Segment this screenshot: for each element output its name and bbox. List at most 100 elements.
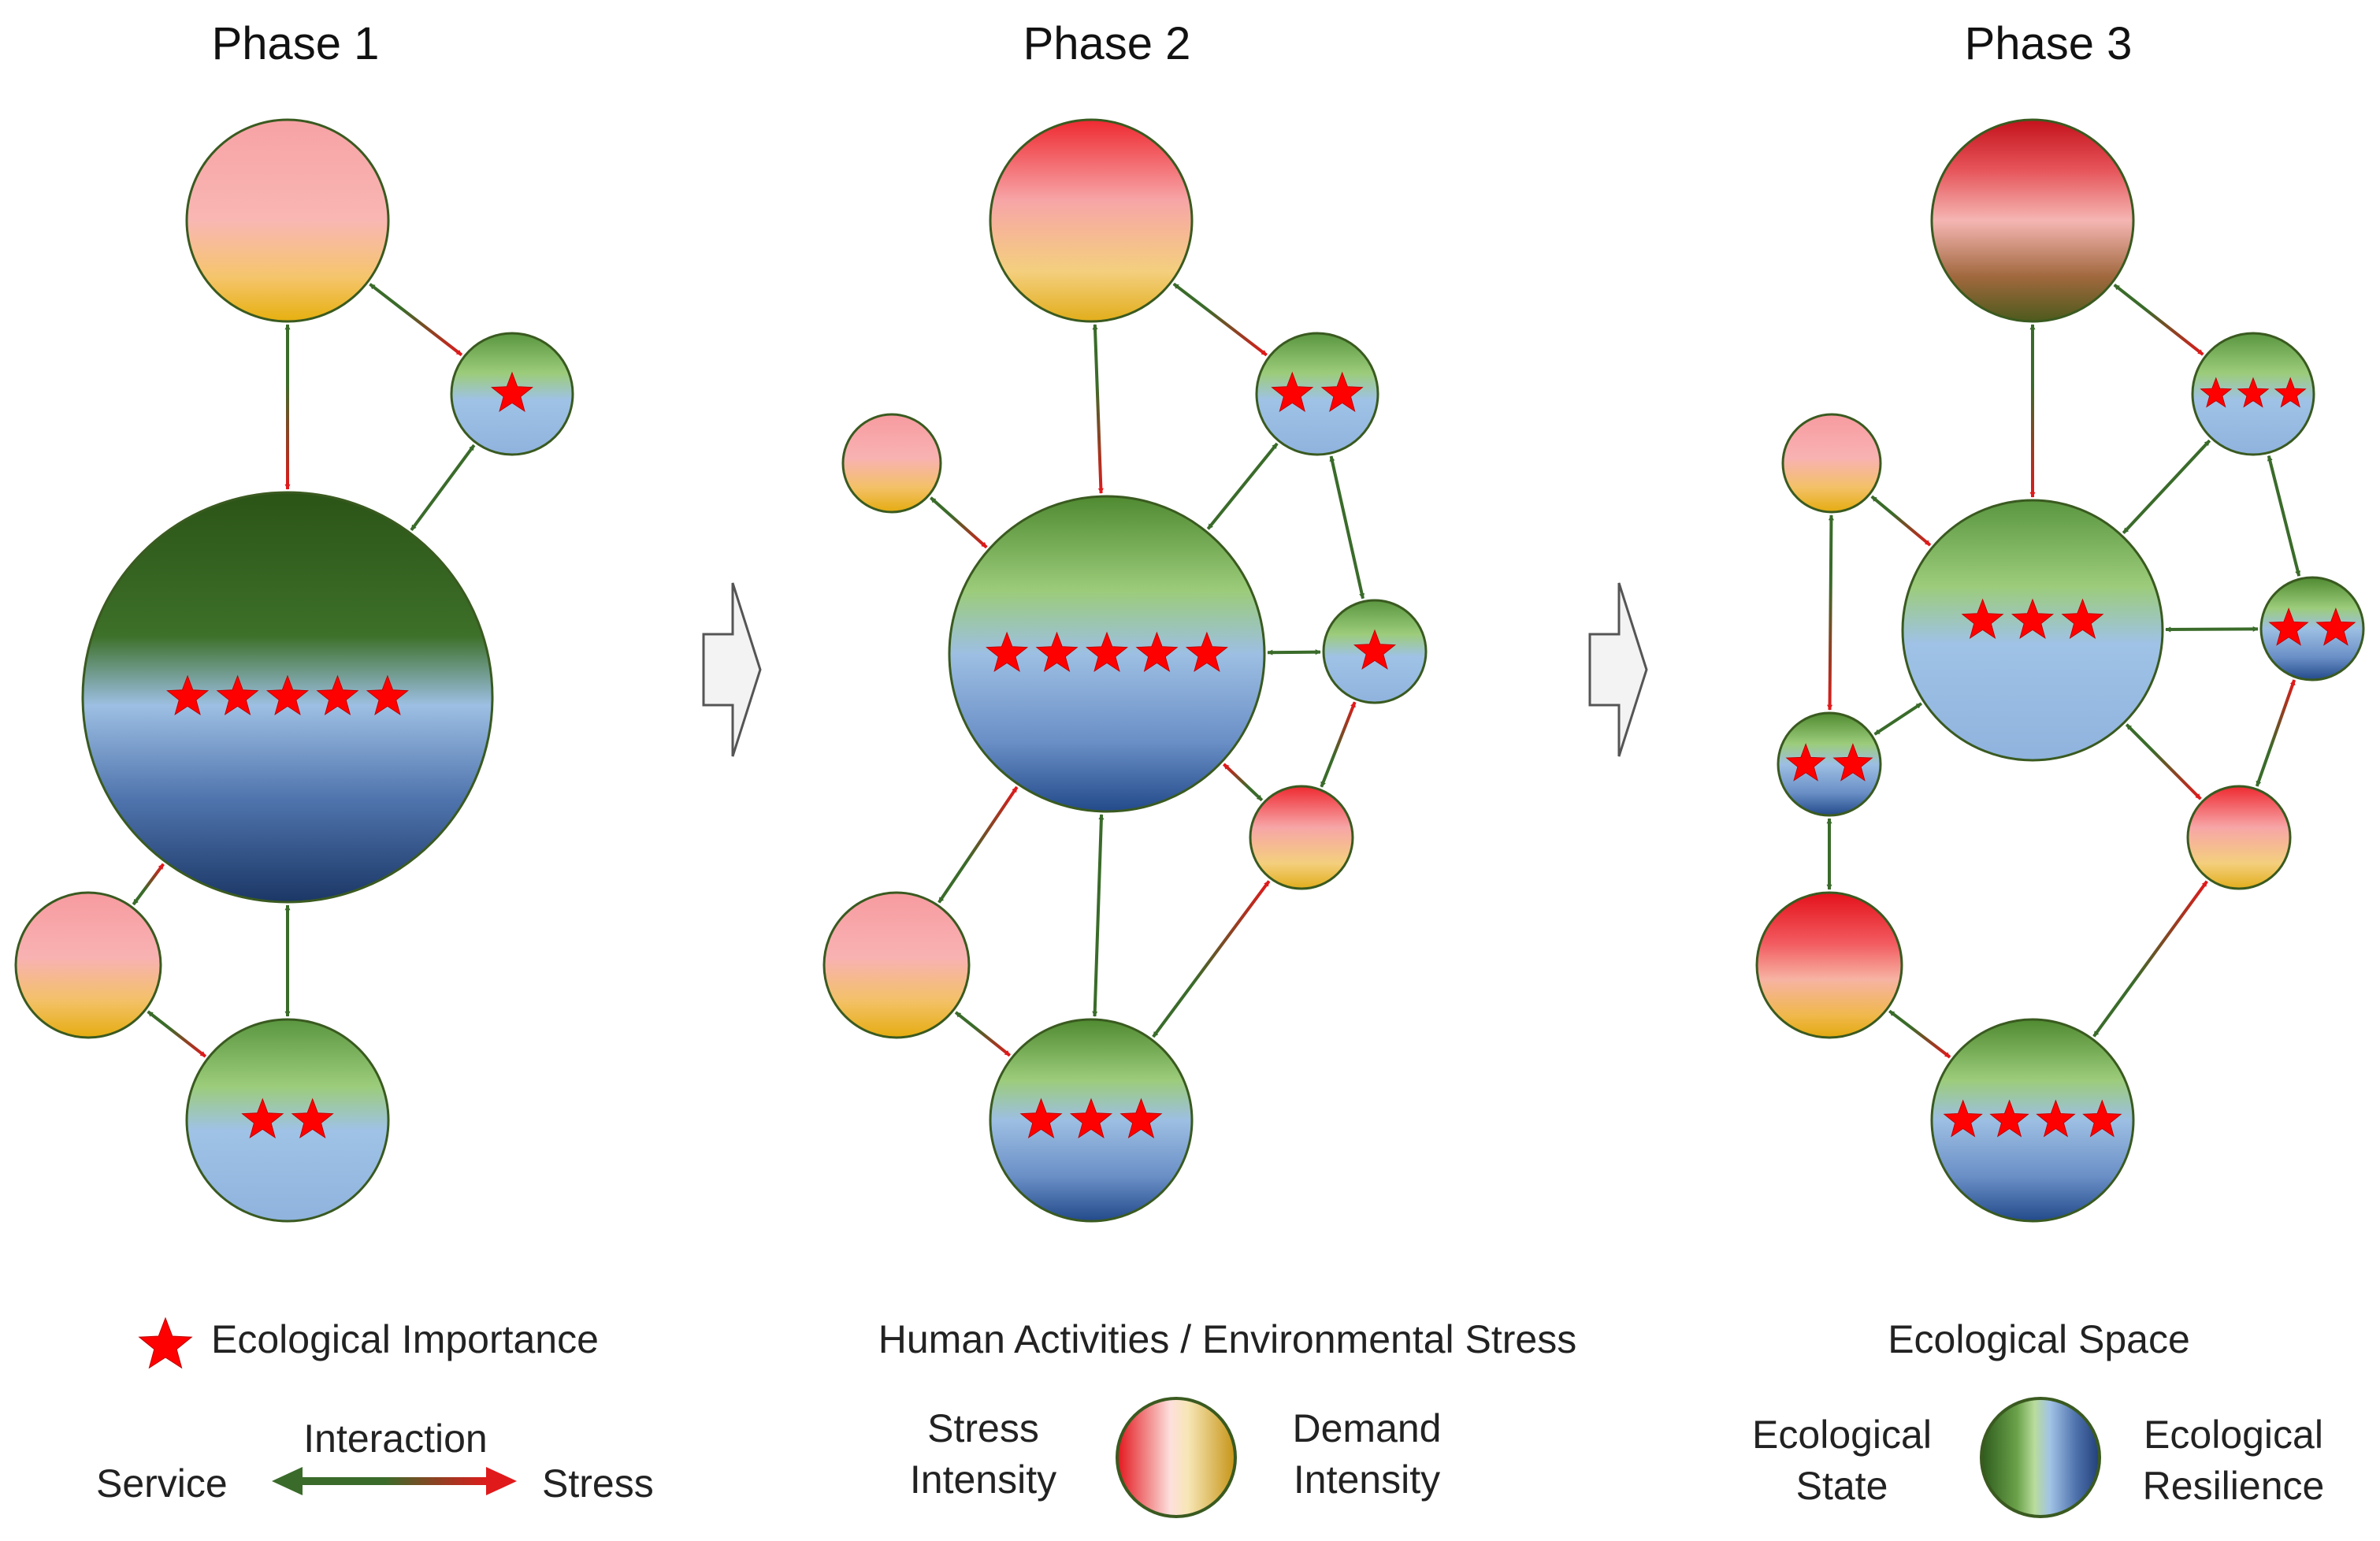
node-circle — [1930, 118, 2135, 323]
legend-human-activities: Human Activities / Environmental Stress … — [878, 1317, 1576, 1518]
legend-stress-label: Stress — [542, 1461, 654, 1506]
importance-star-icon — [166, 674, 210, 715]
node-circle — [1255, 332, 1379, 456]
node-circle — [14, 891, 162, 1039]
interaction-arrow-p1_top-p1_sat — [369, 283, 463, 357]
phase-2-title: Phase 2 — [1023, 18, 1191, 69]
interaction-arrow-p2_botleft-p2_bot — [954, 1011, 1012, 1057]
node-circle — [185, 1018, 390, 1223]
importance-star-icon — [986, 631, 1029, 672]
importance-star-icon — [1185, 631, 1228, 672]
importance-star-icon — [1989, 1099, 2029, 1138]
legend-eco-resilience-1: Ecological — [2144, 1413, 2323, 1457]
importance-star-icon — [490, 371, 534, 412]
importance-star-icon — [2036, 1099, 2076, 1138]
legend-ecological-space: Ecological Space Ecological State Ecolog… — [1752, 1317, 2325, 1518]
interaction-arrow-p1_leftbot-p1_main — [132, 863, 165, 906]
legend-service-label: Service — [96, 1461, 228, 1506]
legend-stress-intensity-2: Intensity — [910, 1457, 1056, 1502]
importance-star-icon — [1119, 1097, 1163, 1138]
node-circle — [1249, 785, 1354, 890]
ecological-space-node-p3_midleft — [1777, 711, 1882, 817]
importance-star-icon — [366, 674, 409, 715]
legend-eco-state-2: State — [1796, 1464, 1888, 1508]
interaction-arrow-p2_main-p2_bot — [1092, 814, 1105, 1017]
interaction-arrow-p3_midleft-p3_main — [1873, 702, 1922, 736]
interaction-arrow-p2_tr-p2_right — [1329, 455, 1365, 600]
legend-demand-intensity-1: Demand — [1293, 1406, 1442, 1450]
interaction-arrow-p2_lr-p2_main — [1223, 763, 1264, 802]
human-activity-node-p2_botleft — [822, 891, 971, 1039]
legend-interaction-label: Interaction — [303, 1417, 487, 1461]
importance-star-icon — [1019, 1097, 1063, 1138]
node-circle — [989, 118, 1194, 323]
interaction-arrow-p2_lr-p2_right — [1320, 701, 1357, 788]
legend-eco-resilience-2: Resilience — [2143, 1464, 2325, 1508]
legend-interaction: Interaction Service Stress — [96, 1417, 654, 1506]
importance-star-icon — [1353, 629, 1397, 670]
interaction-arrow-p2_top-p2_tr — [1172, 282, 1268, 357]
interaction-arrow-p1_sat-p1_main — [410, 444, 476, 531]
node-circle — [1755, 891, 1903, 1039]
interaction-arrow-p3_lr-p3_right — [2255, 679, 2296, 787]
importance-star-icon — [1035, 631, 1079, 672]
importance-star-icon — [1320, 371, 1364, 412]
legend-eco-gradient-swatch — [1980, 1397, 2101, 1518]
legend-importance-label: Ecological Importance — [211, 1317, 599, 1361]
ecological-space-node-p3_bot — [1930, 1018, 2135, 1223]
legend-stress-intensity-1: Stress — [927, 1406, 1039, 1450]
node-circle — [1777, 711, 1882, 817]
human-activity-node-p3_left — [1781, 413, 1882, 514]
interaction-arrow-p2_tr-p2_main — [1206, 442, 1279, 530]
ecological-space-node-p1_bot — [185, 1018, 390, 1223]
interaction-arrow-p2_top-p2_main — [1092, 324, 1104, 494]
importance-star-icon — [1961, 598, 2004, 639]
interaction-arrow-p3_main-p3_lr — [2125, 723, 2202, 800]
interaction-arrow-p2_botleft-p2_main — [938, 785, 1019, 904]
importance-star-icon — [1832, 743, 1873, 782]
importance-star-icon — [291, 1097, 334, 1138]
human-activity-node-p1_top — [185, 118, 390, 323]
node-circle — [1781, 413, 1882, 514]
ecological-space-node-p3_tr — [2191, 332, 2315, 456]
phase-1-title: Phase 1 — [212, 18, 380, 69]
importance-star-icon — [316, 674, 359, 715]
interaction-arrow-p2_bot-p2_lr — [1152, 880, 1271, 1038]
ecological-space-node-p2_main — [948, 495, 1266, 813]
legend-star-icon — [138, 1316, 193, 1369]
interaction-arrow-p3_top-p3_tr — [2113, 284, 2204, 356]
human-activity-node-p3_top — [1930, 118, 2135, 323]
human-activity-node-p2_top — [989, 118, 1194, 323]
legend-interaction-arrow — [272, 1467, 517, 1495]
legend-importance: Ecological Importance — [138, 1316, 599, 1369]
legend-human-gradient-swatch — [1116, 1397, 1237, 1518]
human-activity-node-p2_lr — [1249, 785, 1354, 890]
transition-arrow-1 — [702, 582, 762, 757]
ecological-space-node-p2_tr — [1255, 332, 1379, 456]
importance-star-icon — [241, 1097, 284, 1138]
importance-star-icon — [1785, 743, 1826, 782]
importance-star-icon — [216, 674, 259, 715]
ecological-space-node-p3_right — [2259, 576, 2365, 681]
ecological-space-node-p1_sat — [450, 332, 574, 456]
importance-star-icon — [2237, 377, 2270, 408]
ecological-space-node-p3_main — [1901, 499, 2164, 762]
importance-star-icon — [2268, 607, 2309, 646]
importance-star-icon — [1943, 1099, 1983, 1138]
importance-star-icon — [2274, 377, 2307, 408]
phase-3-title: Phase 3 — [1965, 18, 2133, 69]
importance-star-icon — [265, 674, 310, 715]
ecological-nodes — [14, 118, 2365, 1223]
interaction-arrow-p1_leftbot-p1_bot — [147, 1010, 207, 1058]
human-activity-node-p1_leftbot — [14, 891, 162, 1039]
ecological-space-node-p2_right — [1322, 599, 1428, 704]
node-circle — [185, 118, 390, 323]
legend-human-title: Human Activities / Environmental Stress — [878, 1317, 1576, 1361]
node-circle — [1930, 1018, 2135, 1223]
ecological-space-node-p2_bot — [989, 1018, 1194, 1223]
importance-star-icon — [1135, 631, 1179, 672]
importance-star-icon — [2315, 607, 2356, 646]
interaction-arrow-p2_main-p2_right — [1267, 649, 1321, 655]
interaction-arrow-p3_bot-p3_lr — [2092, 880, 2208, 1038]
